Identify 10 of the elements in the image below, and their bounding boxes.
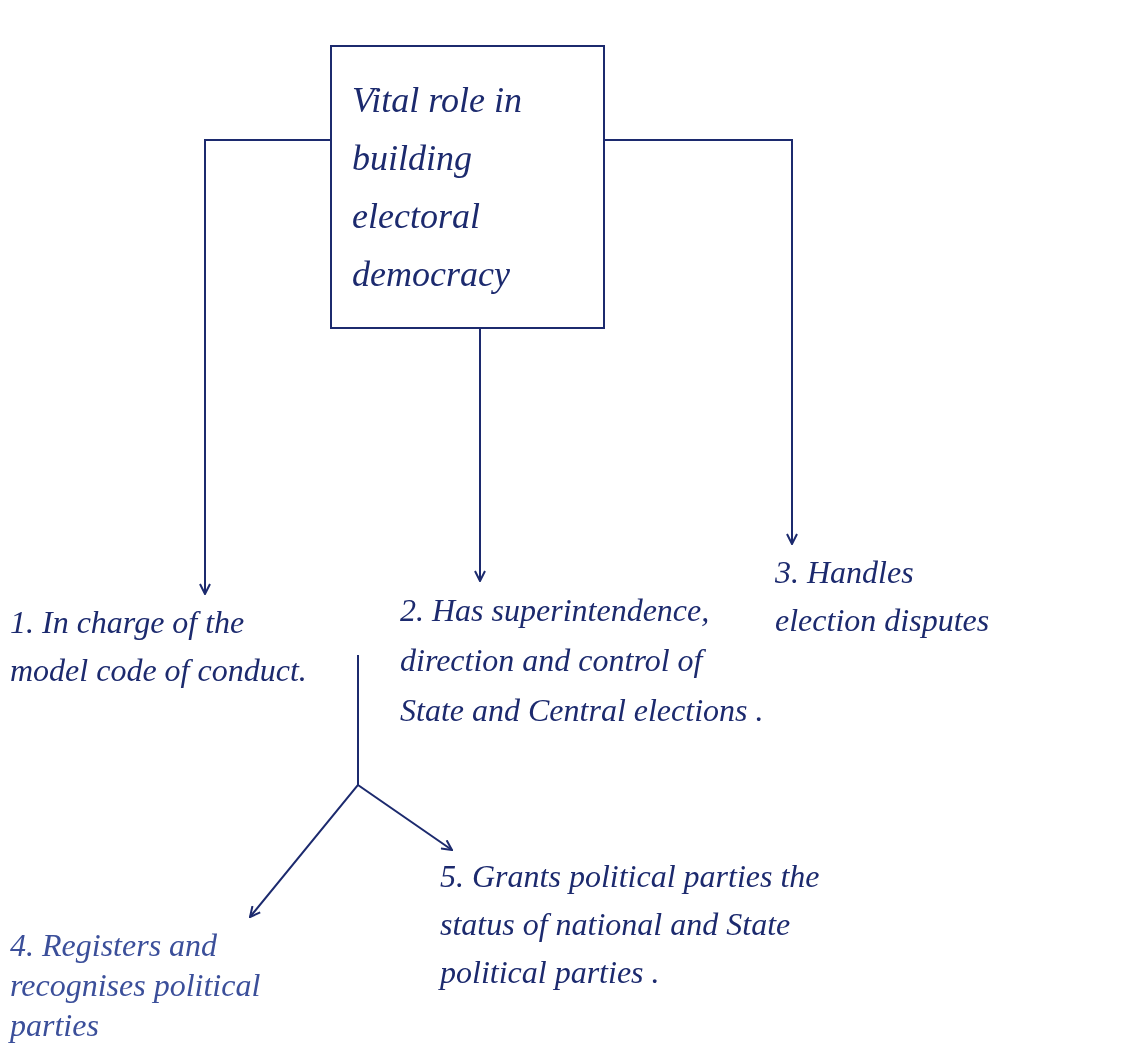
arrow [604, 139, 798, 545]
point-text: 2. Has superintendence, direction and control of State and Central elections . [400, 585, 765, 735]
point-text: 3. Handles election disputes [775, 548, 995, 644]
point-text: 4. Registers and recognises political parties [10, 925, 310, 1044]
point-text: 1. In charge of the model code of conduct. [10, 598, 310, 694]
point-text: 5. Grants political parties the status of national and State political parties . [440, 852, 880, 996]
arrow [199, 139, 331, 595]
title-box: Vital role in building electoral democracy [330, 45, 605, 329]
arrow [474, 328, 486, 582]
arrow [357, 654, 453, 851]
